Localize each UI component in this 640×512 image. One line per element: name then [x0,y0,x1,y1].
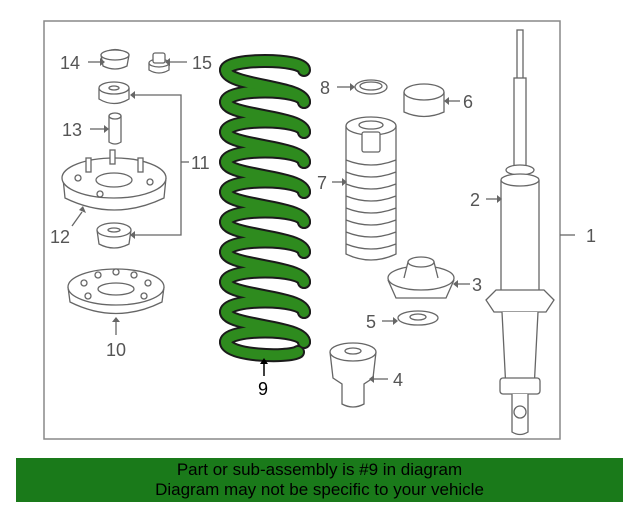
callout-4: 4 [393,370,403,390]
part-7-dust-boot [345,116,397,261]
callout-9: 9 [258,379,268,399]
part-10-spring-seat [67,268,165,315]
callout-13: 13 [62,120,82,140]
parts-diagram: 14 15 13 12 [43,20,596,440]
diagram-frame [43,20,561,440]
banner-line-2: Diagram may not be specific to your vehi… [155,480,484,499]
callout-11: 11 [191,153,210,173]
callout-7: 7 [317,173,327,193]
part-5-washer [397,310,439,326]
callout-2: 2 [470,190,480,210]
leader-11 [135,94,189,236]
banner-line-1: Part or sub-assembly is #9 in diagram [176,460,463,479]
leader-12 [71,211,83,227]
part-3-seat [387,256,455,299]
part-2-strut [485,29,555,436]
part-lower-bushing [96,222,132,249]
callout-12: 12 [50,227,70,247]
callout-15: 15 [192,53,212,73]
callout-3: 3 [472,275,482,295]
callout-6: 6 [463,92,473,112]
part-6-cap [403,83,445,118]
part-8-washer [354,79,388,95]
callout-14: 14 [60,53,80,73]
callout-5: 5 [366,312,376,332]
part-15-nut [148,52,170,74]
part-12-upper-mount [61,149,167,211]
callout-1: 1 [586,226,596,246]
part-4-bump-stop [329,342,377,408]
part-9-coil-spring [219,54,311,363]
callout-8: 8 [320,78,330,98]
callout-10: 10 [106,340,126,360]
part-14-cap [100,48,130,70]
part-upper-bushing [98,81,130,105]
info-banner: Part or sub-assembly is #9 in diagram Di… [16,458,623,502]
part-13-sleeve [108,112,122,145]
